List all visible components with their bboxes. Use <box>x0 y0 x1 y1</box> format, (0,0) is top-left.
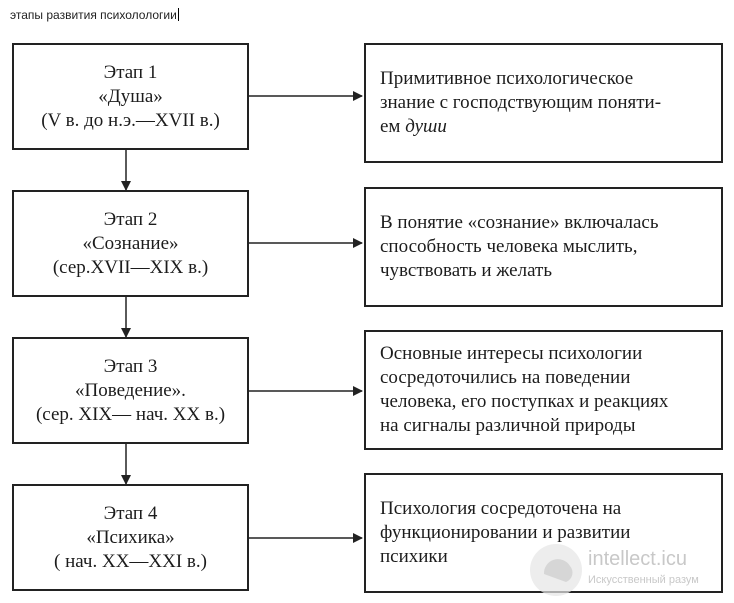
desc-line: В понятие «сознание» включалась <box>380 212 659 233</box>
stage-period: ( нач. XX—XXI в.) <box>54 550 207 572</box>
caption-text: этапы развития психолологии <box>10 8 177 22</box>
text-cursor <box>177 8 179 21</box>
desc-line: ем души <box>380 115 447 139</box>
stage-3-description: Основные интересы психологии сосредоточи… <box>364 330 723 450</box>
desc-line-start: ем <box>380 116 406 137</box>
desc-line: Основные интересы психологии <box>380 343 643 364</box>
stage-1-box: Этап 1 «Душа» (V в. до н.э.—XVII в.) <box>12 43 249 150</box>
stage-4-box: Этап 4 «Психика» ( нач. XX—XXI в.) <box>12 484 249 591</box>
stage-name: «Душа» <box>98 85 163 107</box>
page-caption: этапы развития психолологии <box>10 8 179 22</box>
stage-period: (V в. до н.э.—XVII в.) <box>41 109 220 131</box>
stage-title: Этап 2 <box>103 208 158 230</box>
stage-2-box: Этап 2 «Сознание» (сер.XVII—XIX в.) <box>12 190 249 297</box>
desc-line: чувствовать и желать <box>380 260 552 281</box>
watermark-text: intellect.icu <box>588 548 687 570</box>
stage-name: «Психика» <box>86 526 175 548</box>
stage-3-box: Этап 3 «Поведение». (сер. XIX— нач. XX в… <box>12 337 249 444</box>
stage-period: (сер.XVII—XIX в.) <box>52 256 209 278</box>
desc-line: Примитивное психологическое <box>380 68 634 89</box>
stage-2-description: В понятие «сознание» включалась способно… <box>364 187 723 307</box>
stage-period: (сер. XIX— нач. XX в.) <box>35 403 226 425</box>
watermark-tagline: Искусственный разум <box>588 574 699 586</box>
desc-line: человека, его поступках и реакциях <box>380 391 669 412</box>
stage-title: Этап 1 <box>103 61 158 83</box>
stage-1-description: Примитивное психологическое знание с гос… <box>364 43 723 163</box>
desc-line: на сигналы различной природы <box>380 415 636 436</box>
stage-title: Этап 3 <box>103 355 158 377</box>
stage-name: «Поведение». <box>75 379 186 401</box>
desc-line: функционировании и развитии <box>380 522 631 543</box>
stage-name: «Сознание» <box>82 232 179 254</box>
desc-italic-term: души <box>405 116 447 137</box>
desc-line: психики <box>380 546 448 567</box>
watermark-logo-icon <box>530 544 582 596</box>
stage-4-description: Психология сосредоточена на функциониров… <box>364 473 723 593</box>
stage-title: Этап 4 <box>103 502 158 524</box>
desc-line: Психология сосредоточена на <box>380 498 622 519</box>
desc-line: сосредоточились на поведении <box>380 367 631 388</box>
desc-line: способность человека мыслить, <box>380 236 638 257</box>
desc-line: знание с господствующим поняти- <box>380 92 662 113</box>
